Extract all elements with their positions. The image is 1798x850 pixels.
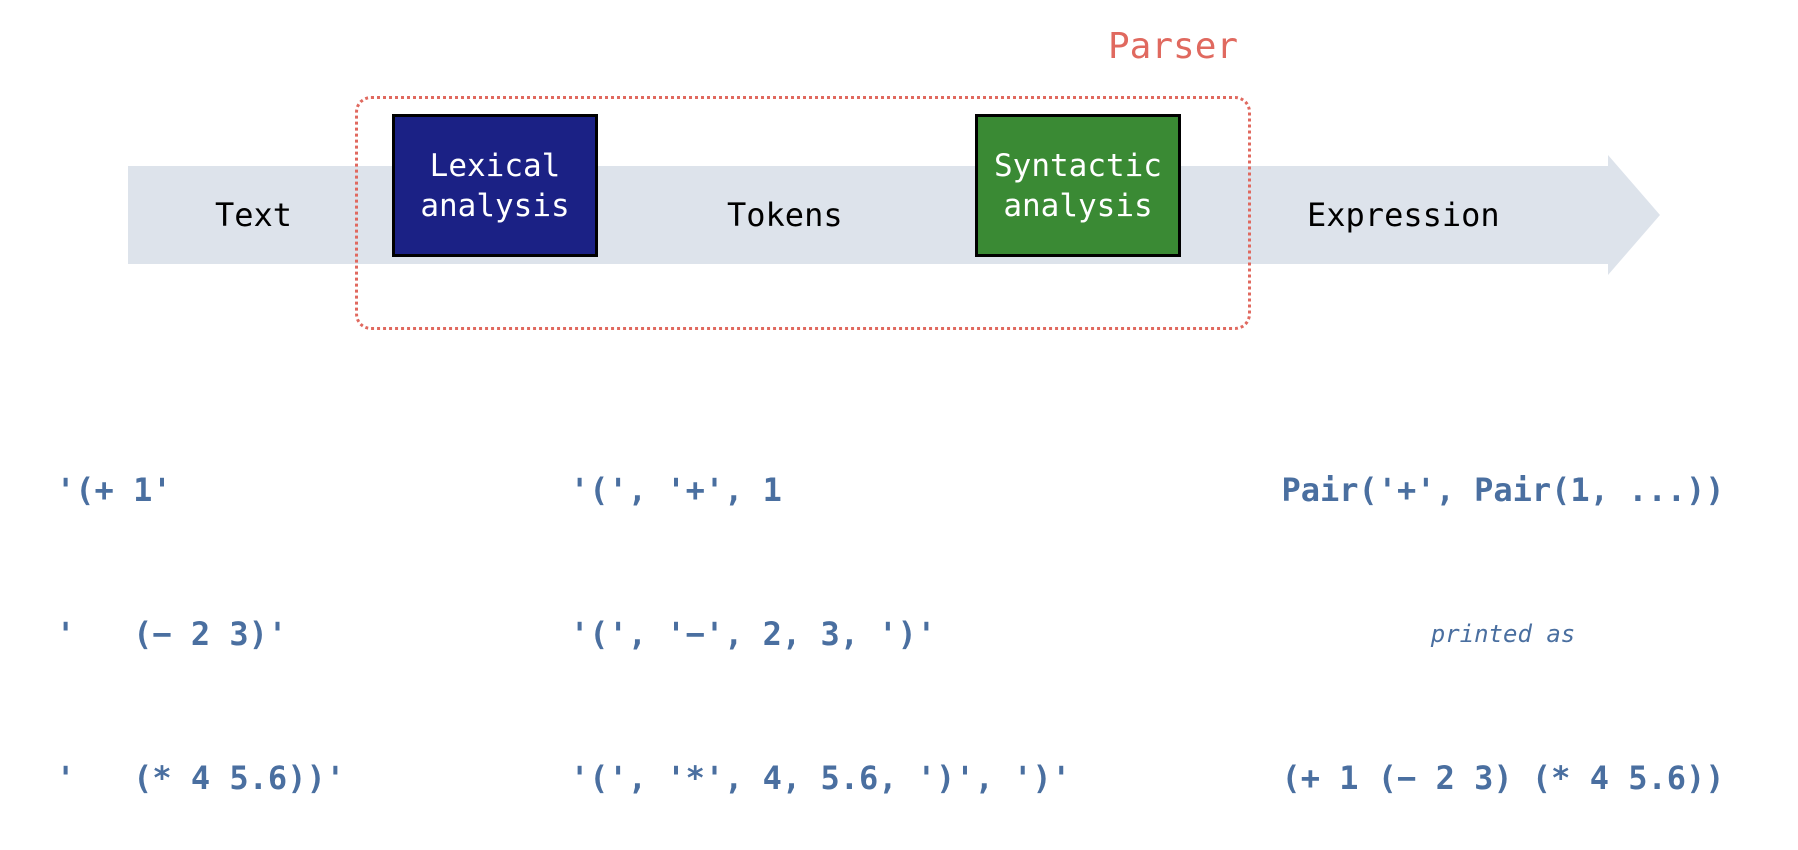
stage-label-text: Text <box>215 196 293 234</box>
example-expression-printed-as-note: printed as <box>1430 620 1576 648</box>
example-tokens-line-1: '(', '+', 1 <box>570 471 782 509</box>
stage-box-lexical-line1: Lexical <box>429 147 561 184</box>
example-column-tokens: '(', '+', 1 '(', '−', 2, 3, ')' '(', '*'… <box>570 370 1071 850</box>
example-text-line-3: ' (* 4 5.6))' <box>56 759 345 797</box>
parser-group-label: Parser <box>1108 26 1239 67</box>
example-column-text: '(+ 1' ' (− 2 3)' ' (* 4 5.6))' <box>56 370 345 850</box>
stage-box-lexical-analysis: Lexical analysis <box>392 114 598 257</box>
example-text-line-2: ' (− 2 3)' <box>56 615 288 653</box>
example-tokens-line-2: '(', '−', 2, 3, ')' <box>570 615 937 653</box>
parser-group-outline <box>355 96 1251 330</box>
stage-box-syntactic-analysis: Syntactic analysis <box>975 114 1181 257</box>
stage-label-tokens: Tokens <box>727 196 843 234</box>
stage-box-lexical-line2: analysis <box>420 187 570 224</box>
example-tokens-line-3: '(', '*', 4, 5.6, ')', ')' <box>570 759 1071 797</box>
example-expression-pair-form: Pair('+', Pair(1, ...)) <box>1281 471 1725 509</box>
stage-box-syntactic-line2: analysis <box>1003 187 1153 224</box>
example-text-line-1: '(+ 1' <box>56 471 172 509</box>
example-expression-printed-form: (+ 1 (− 2 3) (* 4 5.6)) <box>1281 759 1725 797</box>
example-column-expression: Pair('+', Pair(1, ...)) printed as (+ 1 … <box>1253 370 1753 850</box>
stage-box-syntactic-line1: Syntactic <box>994 147 1162 184</box>
stage-label-expression: Expression <box>1307 196 1500 234</box>
